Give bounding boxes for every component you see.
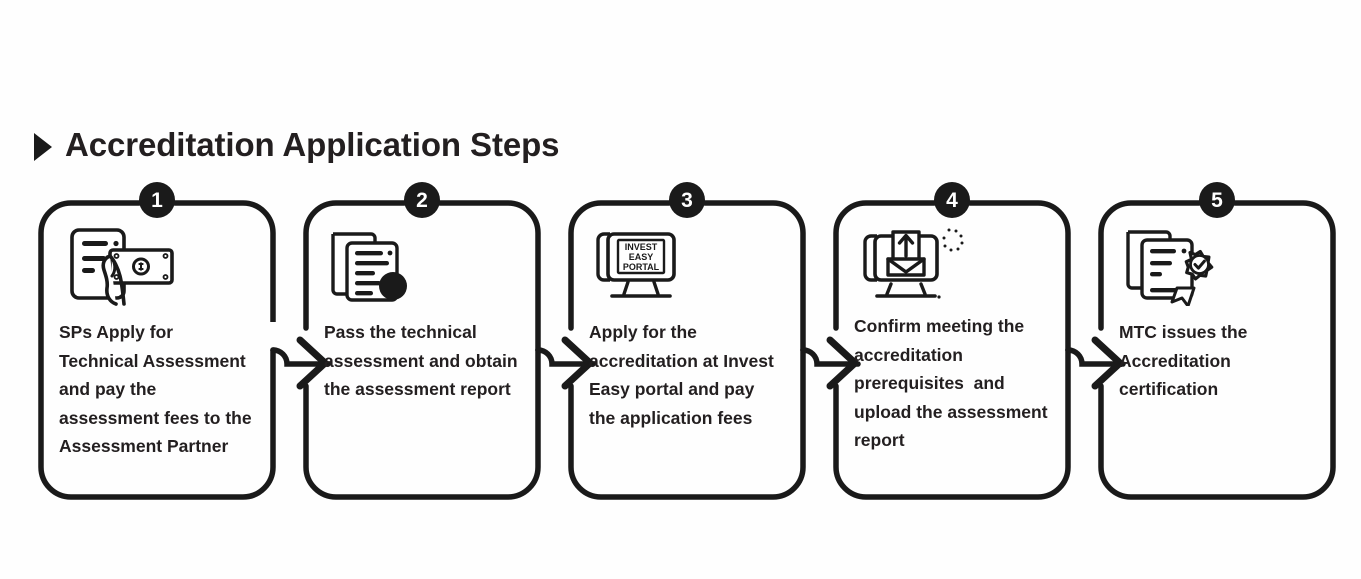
- step-description-2: Pass the technical assessment and obtain…: [324, 322, 523, 400]
- step-number-badge-3: 3: [669, 182, 705, 218]
- step-card-4[interactable]: 4: [833, 182, 1071, 500]
- step-number-badge-4: 4: [934, 182, 970, 218]
- step-card-2[interactable]: 2 Pass the technical assessment and obta…: [303, 182, 541, 500]
- step-description-5: MTC issues the Accreditation certificati…: [1119, 322, 1252, 400]
- step-number-badge-5: 5: [1199, 182, 1235, 218]
- step-card-3[interactable]: 3 INVEST EASY PORTAL Apply for the accre…: [568, 182, 806, 500]
- invest-easy-portal-monitor-icon: INVEST EASY PORTAL: [588, 226, 708, 306]
- step-description-1: SPs Apply for Technical Assessment and p…: [59, 322, 256, 457]
- step-description-4: Confirm meeting the accreditation prereq…: [854, 316, 1053, 451]
- triangle-right-icon: [34, 132, 52, 161]
- stamped-report-documents-icon: [323, 226, 443, 306]
- certificate-award-icon: [1118, 226, 1238, 306]
- monitor-label-line-2: EASY: [629, 252, 654, 262]
- monitor-label-line-1: INVEST: [625, 242, 658, 252]
- step-card-5-outline: [1098, 200, 1336, 500]
- step-description-3: Apply for the accreditation at Invest Ea…: [589, 322, 779, 428]
- page-title: Accreditation Application Steps: [34, 126, 560, 164]
- page-title-text: Accreditation Application Steps: [65, 126, 560, 163]
- step-card-5[interactable]: 5 MTC issues the Accreditation: [1098, 182, 1336, 500]
- upload-envelope-monitor-icon: [853, 226, 973, 306]
- monitor-label-line-3: PORTAL: [623, 262, 660, 272]
- step-number-badge-2: 2: [404, 182, 440, 218]
- hand-holding-payment-icon: [58, 226, 178, 306]
- step-card-1[interactable]: 1: [38, 182, 276, 500]
- step-number-badge-1: 1: [139, 182, 175, 218]
